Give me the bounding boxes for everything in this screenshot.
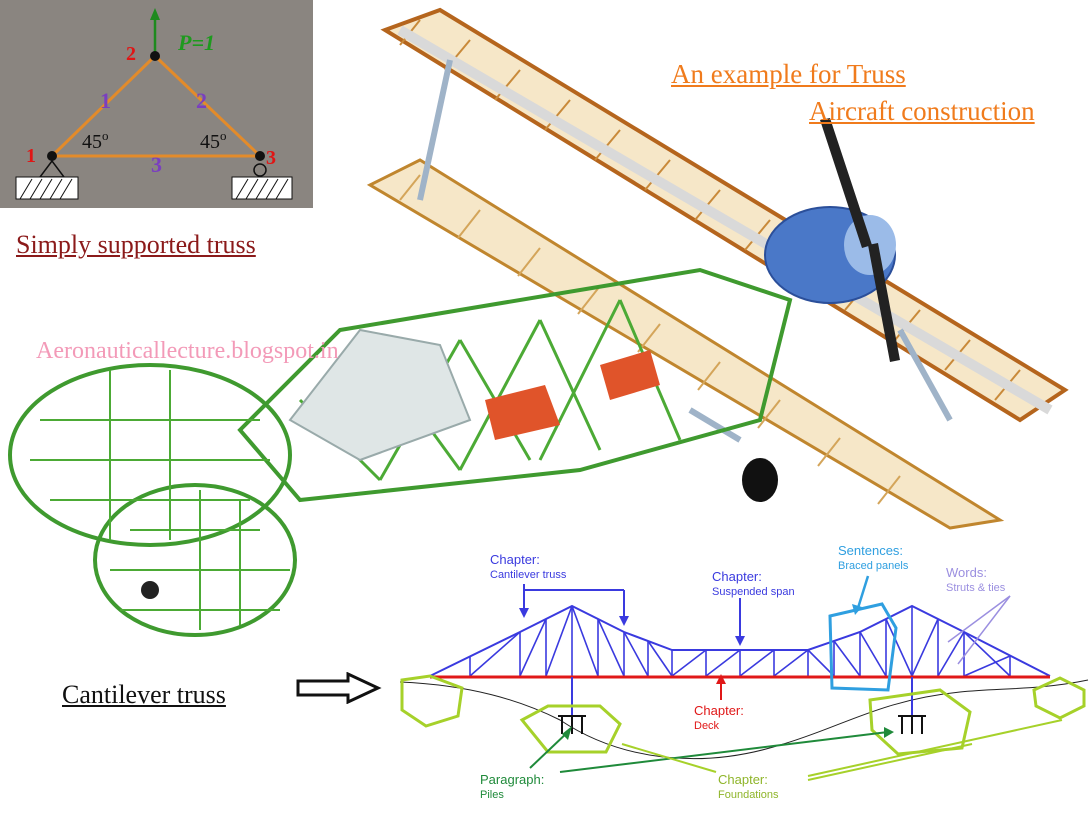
heading-simply-supported-truss: Simply supported truss: [16, 230, 256, 259]
heading-cantilever-truss: Cantilever truss: [62, 680, 226, 709]
roller-support-ground: [231, 176, 293, 200]
arrowhead: [619, 616, 629, 626]
truss-diagram: P=1 2 1 3 1 2 3 45o 45o: [15, 8, 293, 200]
piles-left: [558, 715, 586, 734]
label-cantilever-title: Chapter:: [490, 552, 540, 567]
roller-support: [253, 163, 267, 177]
label-sentences-sub: Braced panels: [838, 560, 909, 572]
heading-aircraft-construction: Aircraft construction: [809, 96, 1035, 126]
propeller-blade: [868, 243, 900, 362]
lower-wing: [366, 158, 1005, 530]
label-deck-sub: Deck: [694, 720, 720, 732]
foundations-callout-lines: [621, 719, 1063, 781]
node-label-2: 2: [126, 43, 136, 65]
right-arrow-icon: [296, 672, 382, 704]
label-foundations-title: Chapter:: [718, 772, 768, 787]
truss-node-2: [150, 51, 160, 61]
rudder: [93, 483, 297, 637]
arrowhead: [519, 608, 529, 618]
member-label-2: 2: [196, 88, 207, 113]
arrowhead: [852, 604, 862, 615]
sentences-callout-line: [856, 575, 870, 609]
label-paragraph-title: Paragraph:: [480, 772, 544, 787]
arrowhead: [562, 726, 572, 740]
foundation-abutment-right: [1032, 676, 1086, 720]
windscreen: [288, 328, 472, 462]
load-label: P=1: [177, 30, 215, 55]
fuselage-frame: [237, 267, 793, 503]
braced-panel-highlight: [828, 602, 898, 692]
arrowhead: [735, 636, 745, 646]
paragraph-callout-lines: [529, 729, 889, 773]
ground-line: [399, 679, 1089, 760]
tail-wheel: [141, 581, 159, 599]
label-suspended-title: Chapter:: [712, 569, 762, 584]
main-wheel: [742, 458, 778, 502]
propeller-blade: [820, 118, 872, 248]
heading-example-truss: An example for Truss: [671, 59, 906, 89]
label-suspended-sub: Suspended span: [712, 586, 795, 598]
label-foundations-sub: Foundations: [718, 789, 779, 801]
node-label-3: 3: [266, 147, 276, 169]
simply-supported-truss-panel: P=1 2 1 3 1 2 3 45o 45o: [0, 0, 313, 208]
angle-right: 45o: [200, 128, 227, 153]
wing-struts: [417, 59, 953, 443]
label-words-title: Words:: [946, 565, 987, 580]
floor-panel: [600, 350, 660, 400]
member-label-1: 1: [100, 88, 111, 113]
foundation-abutment-left: [400, 674, 464, 728]
words-callout-lines: [947, 595, 1011, 665]
truss-node-3: [255, 151, 265, 161]
arrowhead: [884, 727, 894, 738]
cantilever-callout-bracket: [523, 584, 625, 618]
truss-member-2: [153, 54, 262, 158]
label-words-sub: Struts & ties: [946, 582, 1006, 594]
upper-wing-spar: [397, 25, 1053, 415]
load-arrow-head: [150, 8, 160, 20]
angle-left: 45o: [82, 128, 109, 153]
floor-panel: [485, 385, 560, 440]
member-label-3: 3: [151, 152, 162, 177]
node-label-1: 1: [26, 145, 36, 167]
truss-member-1: [50, 54, 157, 158]
foundation-pier-right: [868, 688, 972, 756]
truss-node-1: [47, 151, 57, 161]
label-deck-title: Chapter:: [694, 703, 744, 718]
cantilever-bridge-diagram: Chapter: Cantilever truss Chapter: Suspe…: [399, 543, 1089, 801]
tailplane: [8, 363, 292, 547]
arrowhead: [716, 674, 726, 684]
piles-right: [898, 715, 926, 734]
label-paragraph-sub: Piles: [480, 789, 504, 801]
label-sentences-title: Sentences:: [838, 543, 903, 558]
watermark: Aeronauticallecture.blogspot.in: [36, 338, 339, 364]
label-cantilever-sub: Cantilever truss: [490, 569, 567, 581]
bridge-web-members: [469, 605, 1011, 677]
tail-ribs: [30, 370, 290, 630]
